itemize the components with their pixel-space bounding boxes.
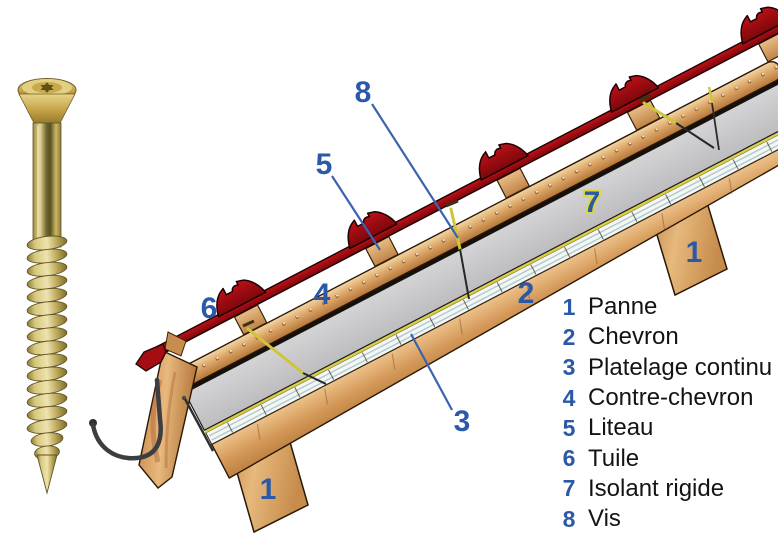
isolant-layer <box>184 76 778 431</box>
legend-number: 5 <box>562 414 576 441</box>
legend-label: Platelage continu <box>588 353 773 381</box>
fascia-grain-streak <box>164 371 177 469</box>
callout-platelage: 3 <box>454 405 471 438</box>
legend-row-vis: 8 Vis <box>556 504 778 534</box>
legend-row-chevron: 2 Chevron <box>556 322 778 352</box>
legend-label: Panne <box>588 293 658 321</box>
legend-label: Isolant rigide <box>588 474 725 502</box>
callout-contre-chevron: 4 <box>314 278 331 311</box>
legend-label: Tuile <box>588 444 640 472</box>
membrane-black-line <box>181 75 778 394</box>
leader-line-vis <box>371 103 459 239</box>
legend-number: 3 <box>562 354 576 381</box>
embedded-screw-eave <box>242 319 327 385</box>
legend-row-panne: 1 Panne <box>556 292 778 322</box>
legend-number: 8 <box>562 505 576 532</box>
legend-row-tuile: 6 Tuile <box>556 443 778 473</box>
legend-label: Liteau <box>588 414 654 442</box>
screw-threads <box>26 235 68 460</box>
legend-row-platelage: 3 Platelage continu <box>556 353 778 383</box>
callout-panne-upper: 1 <box>686 236 703 269</box>
callout-vis: 8 <box>355 76 372 109</box>
embedded-screw-mid <box>445 199 470 300</box>
eave-nail <box>183 398 215 452</box>
legend: 1 Panne 2 Chevron 3 Platelage continu 4 … <box>556 292 778 534</box>
callout-chevron: 2 <box>518 277 535 310</box>
legend-number: 1 <box>562 293 576 320</box>
legend-label: Contre-chevron <box>588 384 754 412</box>
legend-number: 6 <box>562 445 576 472</box>
callout-liteau: 5 <box>316 148 333 181</box>
tile-eave-lip <box>135 343 167 372</box>
platelage-groove-line <box>211 124 778 441</box>
screw-head-cone <box>18 93 76 126</box>
torx-recess-icon <box>40 82 54 93</box>
leader-line-platelage <box>410 333 453 411</box>
eave-board-top <box>164 331 187 357</box>
leader-line-liteau <box>331 175 381 251</box>
legend-label: Vis <box>588 505 621 533</box>
legend-number: 2 <box>562 323 576 350</box>
legend-row-liteau: 5 Liteau <box>556 413 778 443</box>
chevron-joint-marks <box>256 178 733 440</box>
legend-row-contre-chevron: 4 Contre-chevron <box>556 383 778 413</box>
underlay-yellow-strip <box>204 114 778 433</box>
legend-row-isolant: 7 Isolant rigide <box>556 474 778 504</box>
callout-tuile: 6 <box>201 292 218 325</box>
legend-number: 7 <box>562 475 576 502</box>
screw-photo <box>17 78 77 495</box>
platelage-plank-joints <box>227 141 773 433</box>
screw-tip <box>36 454 58 495</box>
callout-panne-lower: 1 <box>260 473 277 506</box>
legend-number: 4 <box>562 384 576 411</box>
platelage-groove-line <box>209 120 778 437</box>
gutter-hook-wire <box>90 377 163 461</box>
embedded-screw-top-right <box>639 86 720 151</box>
callout-isolant: 7 <box>584 186 601 219</box>
legend-label: Chevron <box>588 323 679 351</box>
roof-layer-stack <box>144 0 778 480</box>
